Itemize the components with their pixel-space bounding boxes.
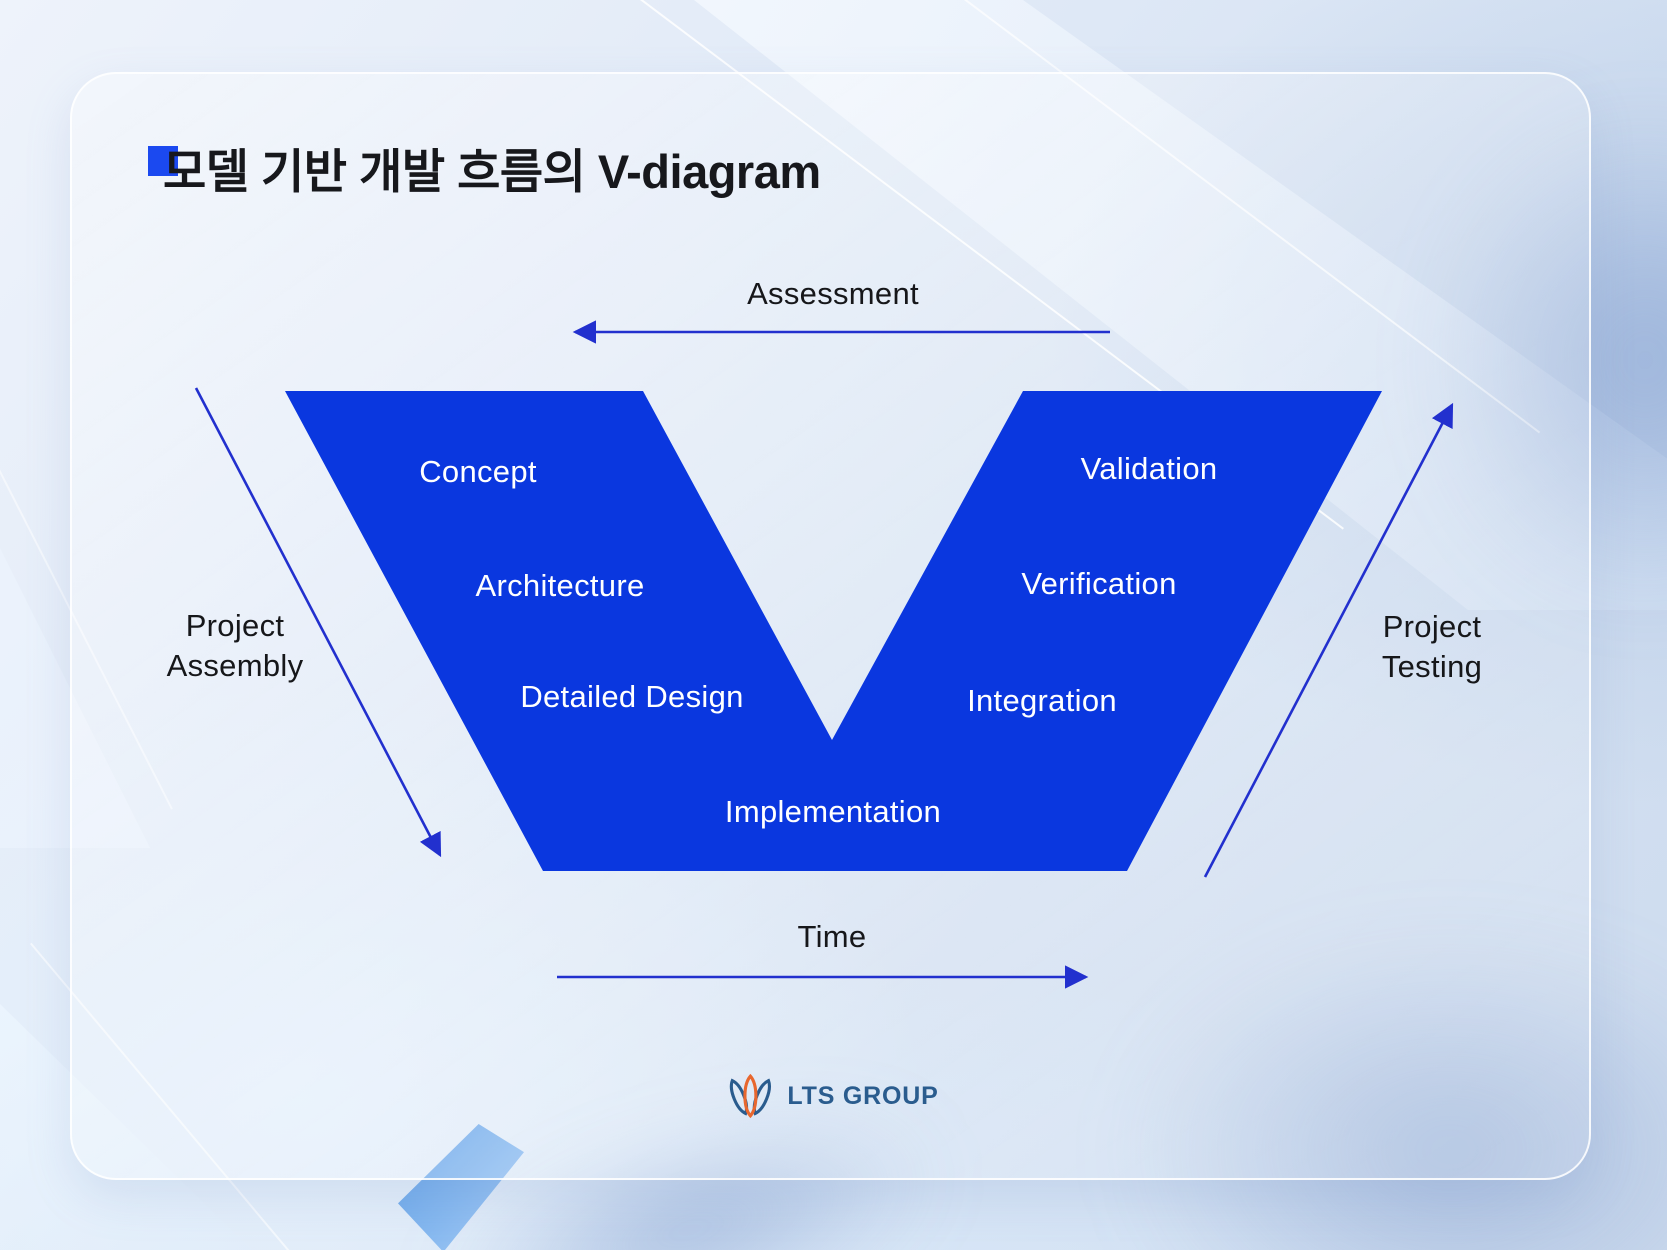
- project-assembly-line1: Project: [185, 608, 285, 643]
- page-title: 모델 기반 개발 흐름의 V-diagram: [163, 145, 821, 198]
- project-testing-line1: Project: [1382, 609, 1482, 644]
- stage-integration: Integration: [967, 683, 1117, 718]
- project-testing-label: Project Testing: [1382, 607, 1482, 687]
- stage-detailed-design: Detailed Design: [520, 679, 744, 714]
- project-assembly-line2: Assembly: [166, 648, 304, 683]
- stage-implementation: Implementation: [724, 794, 942, 829]
- stage-verification: Verification: [1021, 566, 1177, 601]
- lts-group-logo-text: LTS GROUP: [787, 1081, 939, 1110]
- project-assembly-label: Project Assembly: [167, 606, 304, 686]
- lts-group-logo-mark: [729, 1073, 771, 1119]
- title-accent-square: [148, 146, 178, 176]
- project-testing-line2: Testing: [1381, 649, 1483, 684]
- time-label: Time: [797, 919, 867, 954]
- stage-concept: Concept: [419, 454, 537, 489]
- stage-validation: Validation: [1080, 451, 1218, 486]
- lts-group-logo: LTS GROUP: [727, 1071, 938, 1121]
- assessment-label: Assessment: [747, 276, 919, 311]
- stage-architecture: Architecture: [475, 568, 645, 603]
